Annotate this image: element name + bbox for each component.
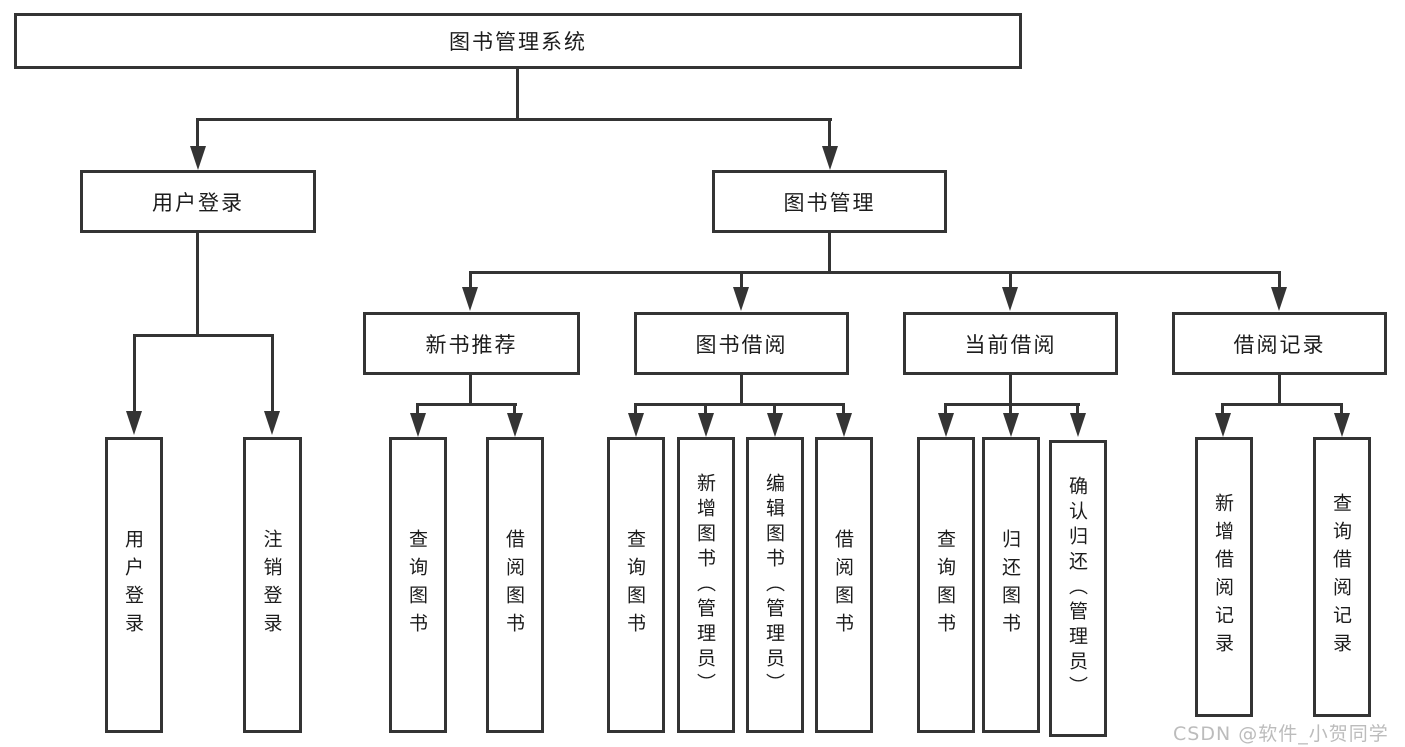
- arrowhead-book-borrow-icon: [733, 287, 749, 311]
- connector-drop-rec-query: [1340, 403, 1343, 415]
- connector-book-borrow-rail: [635, 403, 845, 406]
- node-new-book-recommend-label: 新书推荐: [425, 332, 518, 357]
- arrowhead-new-book-recommend-icon: [462, 287, 478, 311]
- arrowhead-recommend-query-icon: [410, 413, 426, 437]
- arrowhead-bb-query-icon: [628, 413, 644, 437]
- arrowhead-borrow-records-icon: [1271, 287, 1287, 311]
- leaf-confirm-return-admin-label: 确认归还（管理员）: [1066, 476, 1088, 701]
- node-root-label: 图书管理系统: [449, 30, 587, 54]
- leaf-logout-label: 注销登录: [260, 529, 283, 641]
- csdn-watermark: CSDN @软件_小贺同学: [1173, 723, 1389, 745]
- leaf-user-login-label: 用户登录: [122, 529, 144, 641]
- connector-drop-bb-edit: [773, 403, 776, 415]
- leaf-borrow-query-book-label: 查询图书: [624, 529, 646, 641]
- node-user-login: 用户登录: [80, 170, 316, 233]
- connector-recommend-rail: [417, 403, 517, 406]
- node-current-borrow: 当前借阅: [903, 312, 1118, 375]
- arrowhead-user-login-icon: [190, 146, 206, 170]
- arrowhead-bb-borrow-icon: [836, 413, 852, 437]
- connector-drop-leaf-logout: [271, 334, 274, 413]
- leaf-return-book: 归还图书: [982, 437, 1040, 733]
- leaf-recommend-query-book: 查询图书: [389, 437, 447, 733]
- node-root: 图书管理系统: [14, 13, 1022, 69]
- connector-root-stem: [516, 67, 519, 120]
- connector-drop-cb-confirm: [1076, 403, 1079, 415]
- arrowhead-cb-return-icon: [1003, 413, 1019, 437]
- arrowhead-leaf-user-login-icon: [126, 411, 142, 435]
- connector-drop-new-book-recommend: [469, 271, 472, 289]
- leaf-borrow-query-book: 查询图书: [607, 437, 665, 733]
- connector-drop-cb-return: [1009, 403, 1012, 415]
- leaf-add-borrow-record: 新增借阅记录: [1195, 437, 1253, 717]
- connector-drop-leaf-user-login: [133, 334, 136, 413]
- connector-recommend-stem: [469, 373, 472, 405]
- connector-drop-current-borrow: [1009, 271, 1012, 289]
- connector-drop-cb-query: [944, 403, 947, 415]
- leaf-borrow-book-label: 借阅图书: [832, 529, 854, 641]
- arrowhead-bb-add-icon: [698, 413, 714, 437]
- arrowhead-bb-edit-icon: [767, 413, 783, 437]
- leaf-query-borrow-record: 查询借阅记录: [1313, 437, 1371, 717]
- connector-drop-book-management: [828, 118, 831, 148]
- connector-records-rail: [1222, 403, 1343, 406]
- leaf-confirm-return-admin: 确认归还（管理员）: [1049, 440, 1107, 737]
- connector-root-rail: [197, 118, 832, 121]
- connector-book-management-stem: [828, 232, 831, 273]
- connector-drop-recommend-borrow: [513, 403, 516, 415]
- connector-current-borrow-stem: [1009, 373, 1012, 405]
- leaf-edit-book-admin: 编辑图书（管理员）: [746, 437, 804, 733]
- connector-drop-recommend-query: [416, 403, 419, 415]
- leaf-recommend-borrow-book: 借阅图书: [486, 437, 544, 733]
- connector-drop-book-borrow: [740, 271, 743, 289]
- leaf-user-login: 用户登录: [105, 437, 163, 733]
- connector-drop-bb-query: [634, 403, 637, 415]
- arrowhead-rec-add-icon: [1215, 413, 1231, 437]
- connector-drop-borrow-records: [1278, 271, 1281, 289]
- leaf-edit-book-admin-label: 编辑图书（管理员）: [763, 472, 785, 698]
- arrowhead-leaf-logout-icon: [264, 411, 280, 435]
- connector-current-borrow-rail: [945, 403, 1080, 406]
- connector-drop-bb-add: [704, 403, 707, 415]
- node-new-book-recommend: 新书推荐: [363, 312, 580, 375]
- connector-records-stem: [1278, 373, 1281, 405]
- node-current-borrow-label: 当前借阅: [964, 332, 1057, 357]
- arrowhead-recommend-borrow-icon: [507, 413, 523, 437]
- leaf-add-book-admin: 新增图书（管理员）: [677, 437, 735, 733]
- leaf-logout: 注销登录: [243, 437, 302, 733]
- node-book-borrow: 图书借阅: [634, 312, 849, 375]
- arrowhead-current-borrow-icon: [1002, 287, 1018, 311]
- arrowhead-book-management-icon: [822, 146, 838, 170]
- leaf-add-borrow-record-label: 新增借阅记录: [1212, 493, 1234, 661]
- node-book-management-label: 图书管理: [783, 190, 876, 215]
- connector-book-management-rail: [470, 271, 1280, 274]
- leaf-borrow-book: 借阅图书: [815, 437, 873, 733]
- leaf-return-book-label: 归还图书: [999, 529, 1021, 641]
- arrowhead-cb-query-icon: [938, 413, 954, 437]
- arrowhead-rec-query-icon: [1334, 413, 1350, 437]
- leaf-add-book-admin-label: 新增图书（管理员）: [694, 472, 716, 698]
- leaf-current-query-book-label: 查询图书: [934, 529, 956, 641]
- connector-drop-rec-add: [1221, 403, 1224, 415]
- leaf-query-borrow-record-label: 查询借阅记录: [1330, 493, 1352, 661]
- node-borrow-records-label: 借阅记录: [1233, 332, 1326, 357]
- connector-user-login-rail: [134, 334, 273, 337]
- leaf-current-query-book: 查询图书: [917, 437, 975, 733]
- connector-user-login-stem: [196, 232, 199, 336]
- leaf-recommend-query-book-label: 查询图书: [406, 529, 428, 641]
- connector-drop-user-login: [196, 118, 199, 148]
- connector-book-borrow-stem: [740, 373, 743, 405]
- connector-drop-bb-borrow: [842, 403, 845, 415]
- arrowhead-cb-confirm-icon: [1070, 413, 1086, 437]
- node-book-borrow-label: 图书借阅: [695, 332, 788, 357]
- leaf-recommend-borrow-book-label: 借阅图书: [503, 529, 525, 641]
- node-borrow-records: 借阅记录: [1172, 312, 1387, 375]
- node-book-management: 图书管理: [712, 170, 947, 233]
- node-user-login-label: 用户登录: [152, 190, 244, 215]
